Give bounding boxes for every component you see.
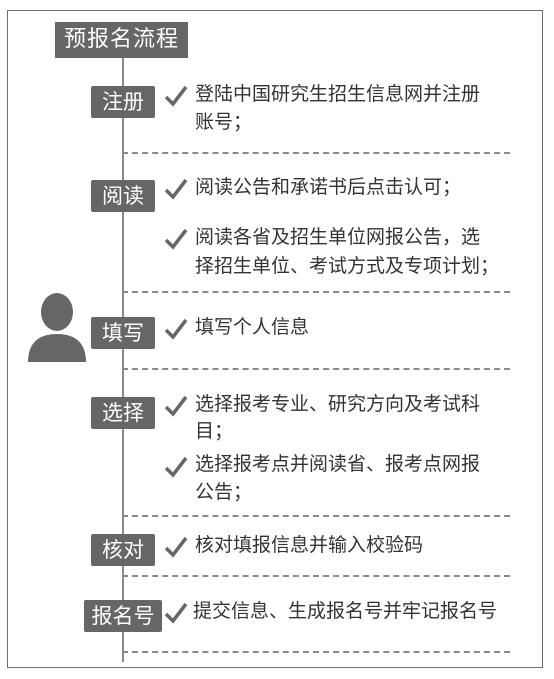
timeline-line	[122, 50, 124, 662]
step-read-text-3: 择招生单位、考试方式及专项计划；	[195, 255, 500, 277]
step-verify-text-1: 核对填报信息并输入校验码	[195, 534, 424, 556]
step-tag-register: 注册	[91, 86, 155, 118]
checkmark-icon	[164, 602, 188, 624]
step-registration-number-text-1: 提交信息、生成报名号并牢记报名号	[193, 600, 498, 622]
checkmark-icon	[164, 536, 188, 558]
checkmark-icon	[164, 228, 188, 250]
divider	[122, 651, 510, 653]
step-tag-registration-number: 报名号	[84, 600, 162, 632]
step-tag-select: 选择	[91, 397, 155, 429]
divider	[122, 291, 510, 293]
page-title: 预报名流程	[55, 22, 188, 58]
checkmark-icon	[164, 85, 188, 107]
step-tag-fill: 填写	[91, 317, 155, 349]
checkmark-icon	[164, 395, 188, 417]
step-select-text-3: 选择报考点并阅读省、报考点网报	[195, 453, 481, 475]
step-select-text-2: 目；	[195, 420, 234, 442]
step-select-text-4: 公告；	[195, 481, 253, 503]
checkmark-icon	[164, 178, 188, 200]
step-tag-read: 阅读	[91, 180, 155, 212]
divider	[122, 152, 510, 154]
divider	[122, 368, 510, 370]
checkmark-icon	[164, 318, 188, 340]
step-register-text-2: 账号；	[195, 111, 253, 133]
step-tag-verify: 核对	[91, 534, 155, 566]
divider	[122, 515, 510, 517]
checkmark-icon	[164, 456, 188, 478]
step-fill-text-1: 填写个人信息	[195, 316, 310, 338]
diagram-frame	[7, 10, 543, 668]
step-select-text-1: 选择报考专业、研究方向及考试科	[195, 393, 481, 415]
step-register-text-1: 登陆中国研究生招生信息网并注册	[195, 83, 481, 105]
person-icon	[28, 293, 86, 362]
step-read-text-2: 阅读各省及招生单位网报公告，选	[195, 226, 481, 248]
divider	[122, 575, 510, 577]
step-read-text-1: 阅读公告和承诺书后点击认可；	[195, 176, 462, 198]
